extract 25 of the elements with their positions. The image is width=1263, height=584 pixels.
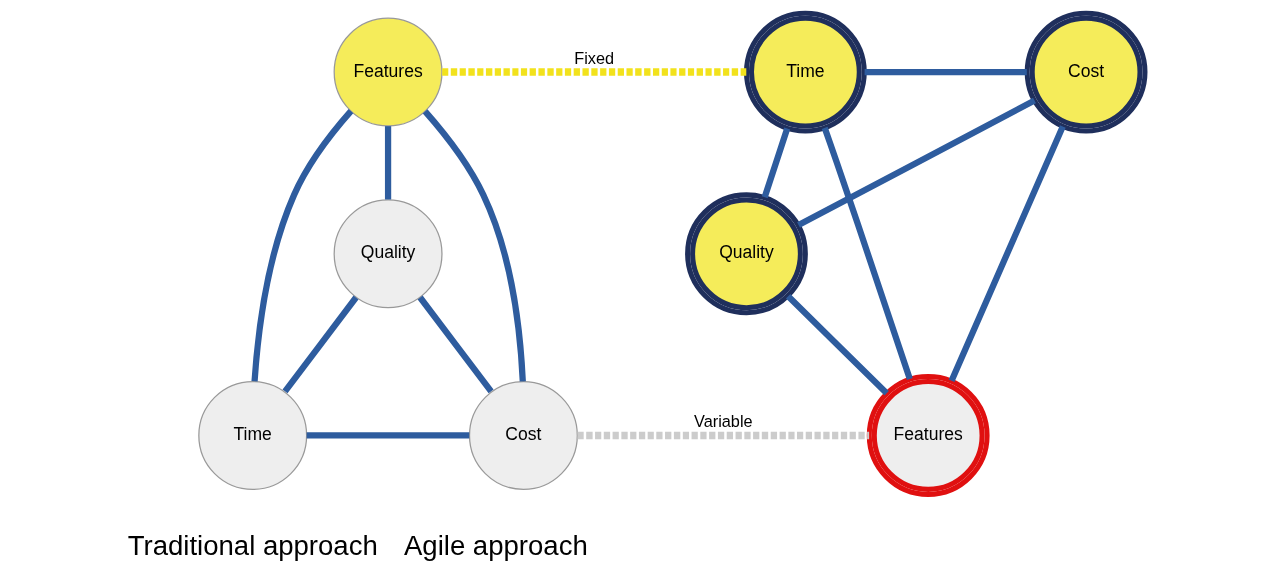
connector bbox=[306, 432, 470, 439]
node-circle: Time bbox=[198, 380, 308, 490]
connector bbox=[761, 127, 791, 199]
node-circle: Cost bbox=[468, 380, 578, 490]
node-circle: Features bbox=[866, 374, 990, 497]
connector bbox=[422, 109, 526, 382]
node-circle: Time bbox=[743, 10, 867, 134]
node-circle: Quality bbox=[333, 199, 443, 309]
label: Traditional approach bbox=[127, 530, 378, 562]
edge-label: Fixed bbox=[574, 48, 615, 67]
connector bbox=[821, 126, 913, 380]
edge-label: Variable bbox=[694, 412, 753, 431]
connector bbox=[282, 295, 359, 394]
label: Agile approach bbox=[403, 530, 588, 562]
connector bbox=[948, 125, 1066, 382]
node-circle: Features bbox=[333, 17, 443, 127]
node-circle: Cost bbox=[1024, 10, 1148, 134]
connector bbox=[384, 126, 392, 200]
connector bbox=[417, 295, 494, 394]
connector bbox=[785, 293, 889, 396]
connector bbox=[864, 68, 1027, 76]
connector bbox=[251, 109, 354, 382]
node-circle: Quality bbox=[685, 192, 808, 316]
connector bbox=[797, 97, 1036, 228]
connector bbox=[577, 431, 870, 440]
